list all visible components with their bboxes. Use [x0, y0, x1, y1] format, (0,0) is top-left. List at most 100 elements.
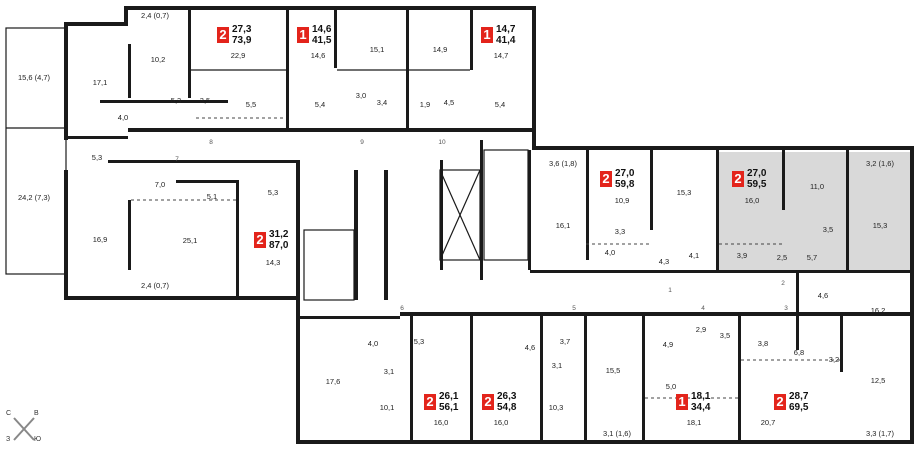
- stair-number: 4: [701, 305, 705, 312]
- area-label: 3,8: [758, 339, 768, 348]
- living-area: 27,0: [615, 168, 635, 179]
- compass-icon: [13, 417, 35, 441]
- stair-number: 2: [781, 280, 785, 287]
- area-label: 24,2 (7,3): [18, 193, 51, 202]
- area-label: 15,1: [370, 45, 385, 54]
- compass-north: С: [6, 410, 12, 417]
- area-label: 3,3: [615, 227, 625, 236]
- area-label: 3,5: [720, 331, 730, 340]
- compass-south: Ю: [34, 436, 42, 443]
- terrace: [5, 27, 67, 275]
- rooms-count: 2: [600, 171, 612, 187]
- area-label: 3,2: [829, 355, 839, 364]
- area-label: 14,3: [266, 258, 281, 267]
- rooms-count: 2: [217, 27, 229, 43]
- area-label: 16,1: [556, 221, 571, 230]
- area-label: 2,4 (0,7): [141, 281, 169, 290]
- area-label: 5,3: [414, 337, 424, 346]
- area-label: 10,3: [549, 403, 564, 412]
- stair-number: 9: [360, 139, 364, 146]
- stair-number: 1: [668, 287, 672, 294]
- stair-number: 5: [572, 305, 576, 312]
- area-label: 5,1: [207, 192, 217, 201]
- area-label: 3,1: [384, 367, 394, 376]
- area-label: 4,9: [663, 340, 673, 349]
- area-label: 4,3: [659, 257, 669, 266]
- area-label: 12,5: [871, 376, 886, 385]
- room-areas: 15,6 (4,7) 24,2 (7,3) 2,4 (0,7) 2,4 (0,7…: [18, 11, 895, 438]
- area-label: 15,3: [677, 188, 692, 197]
- area-label: 15,6 (4,7): [18, 73, 51, 82]
- stair-number: 7: [175, 156, 179, 163]
- area-label: 10,2: [151, 55, 166, 64]
- area-label: 15,3: [873, 221, 888, 230]
- area-label: 4,0: [605, 248, 615, 257]
- area-label: 18,1: [687, 418, 702, 427]
- stair-number: 10: [438, 139, 446, 146]
- area-label: 4,1: [689, 251, 699, 260]
- area-label: 4,6: [525, 343, 535, 352]
- interior-walls: [68, 10, 910, 440]
- area-label: 3,6 (1,8): [549, 159, 577, 168]
- area-label: 14,6: [311, 51, 326, 60]
- area-label: 5,5: [246, 100, 256, 109]
- area-label: 20,7: [761, 418, 776, 427]
- total-area: 73,9: [232, 35, 252, 46]
- area-label: 4,0: [118, 113, 128, 122]
- area-label: 16,9: [93, 235, 108, 244]
- living-area: 26,1: [439, 391, 459, 402]
- area-label: 17,6: [326, 377, 341, 386]
- rooms-count: 2: [424, 394, 436, 410]
- area-label: 14,9: [433, 45, 448, 54]
- living-area: 27,3: [232, 24, 252, 35]
- area-label: 5,3: [92, 153, 102, 162]
- area-label: 3,4: [377, 98, 387, 107]
- stair-numbers: 8 9 10 7 6 5 4 1 2 3: [175, 139, 788, 312]
- area-label: 5,3: [171, 96, 181, 105]
- rooms-count: 1: [481, 27, 493, 43]
- compass-east: В: [34, 410, 39, 417]
- area-label: 22,9: [231, 51, 246, 60]
- area-label: 3,0: [356, 91, 366, 100]
- area-label: 5,7: [807, 253, 817, 262]
- area-label: 7,0: [155, 180, 165, 189]
- rooms-count: 2: [732, 171, 744, 187]
- living-area: 14,7: [496, 24, 516, 35]
- total-area: 41,5: [312, 35, 332, 46]
- living-area: 28,7: [789, 391, 809, 402]
- area-label: 1,9: [420, 100, 430, 109]
- total-area: 34,4: [691, 402, 711, 413]
- area-label: 4,6: [818, 291, 828, 300]
- living-area: 27,0: [747, 168, 767, 179]
- outer-walls: [64, 6, 914, 444]
- living-area: 18,1: [691, 391, 711, 402]
- area-label: 10,1: [380, 403, 395, 412]
- area-label: 4,5: [444, 98, 454, 107]
- total-area: 59,5: [747, 179, 767, 190]
- living-area: 14,6: [312, 24, 332, 35]
- stair-number: 3: [784, 305, 788, 312]
- area-label: 16,0: [745, 196, 760, 205]
- area-label: 3,1: [552, 361, 562, 370]
- area-label: 3,3 (1,7): [866, 429, 894, 438]
- area-label: 3,9: [737, 251, 747, 260]
- area-label: 3,2 (1,6): [866, 159, 894, 168]
- area-label: 14,7: [494, 51, 509, 60]
- area-label: 17,1: [93, 78, 108, 87]
- area-label: 25,1: [183, 236, 198, 245]
- area-label: 16,2: [871, 306, 886, 315]
- rooms-count: 2: [482, 394, 494, 410]
- area-label: 10,9: [615, 196, 630, 205]
- rooms-count: 2: [254, 232, 266, 248]
- area-label: 5,4: [315, 100, 325, 109]
